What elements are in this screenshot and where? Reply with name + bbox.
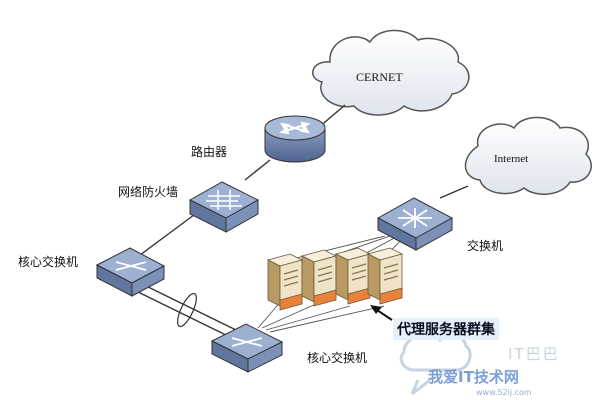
switch-star-icon	[398, 208, 432, 228]
brick-wall-icon	[206, 190, 242, 210]
watermark-brand: IT巴巴	[508, 345, 560, 363]
watermark-url: www.52ij.com	[476, 388, 532, 397]
router	[264, 115, 326, 163]
firewall-label: 网络防火墙	[118, 185, 179, 199]
switch-right	[376, 197, 454, 251]
cable-internet-switch	[439, 185, 469, 199]
cluster-pointer-arrow	[370, 305, 393, 321]
router-label: 路由器	[191, 145, 228, 159]
switch-right-label: 交换机	[467, 239, 504, 253]
proxy-server-cluster	[266, 247, 404, 311]
proxy-server	[334, 247, 372, 305]
watermark-text: 我爱IT技术网	[428, 368, 519, 386]
cernet-cloud	[312, 29, 470, 116]
link-aggregation-ring	[177, 292, 197, 328]
core-switch-left-label: 核心交换机	[18, 255, 79, 269]
switch-arrows-icon	[115, 261, 147, 271]
cable-core-left-bottom-a	[141, 283, 237, 331]
cables	[137, 104, 469, 339]
core-switch-bottom-label: 核心交换机	[307, 351, 368, 365]
core-switch-left	[95, 247, 166, 297]
proxy-server	[266, 253, 304, 311]
internet-cloud	[464, 116, 592, 195]
proxy-server	[300, 249, 338, 307]
router-arrows-icon	[279, 121, 311, 135]
firewall	[188, 181, 260, 233]
core-switch-bottom	[210, 323, 284, 373]
cable-core-left-bottom-b	[137, 291, 233, 339]
cable-firewall-coreswitch	[139, 211, 199, 256]
internet-label: Internet	[494, 153, 529, 165]
proxy-cluster-label: 代理服务器群集	[393, 318, 499, 340]
cable-router-firewall	[244, 159, 271, 181]
switch-arrows-icon	[231, 337, 263, 347]
proxy-server	[366, 247, 404, 305]
cernet-label: CERNET	[356, 70, 403, 84]
